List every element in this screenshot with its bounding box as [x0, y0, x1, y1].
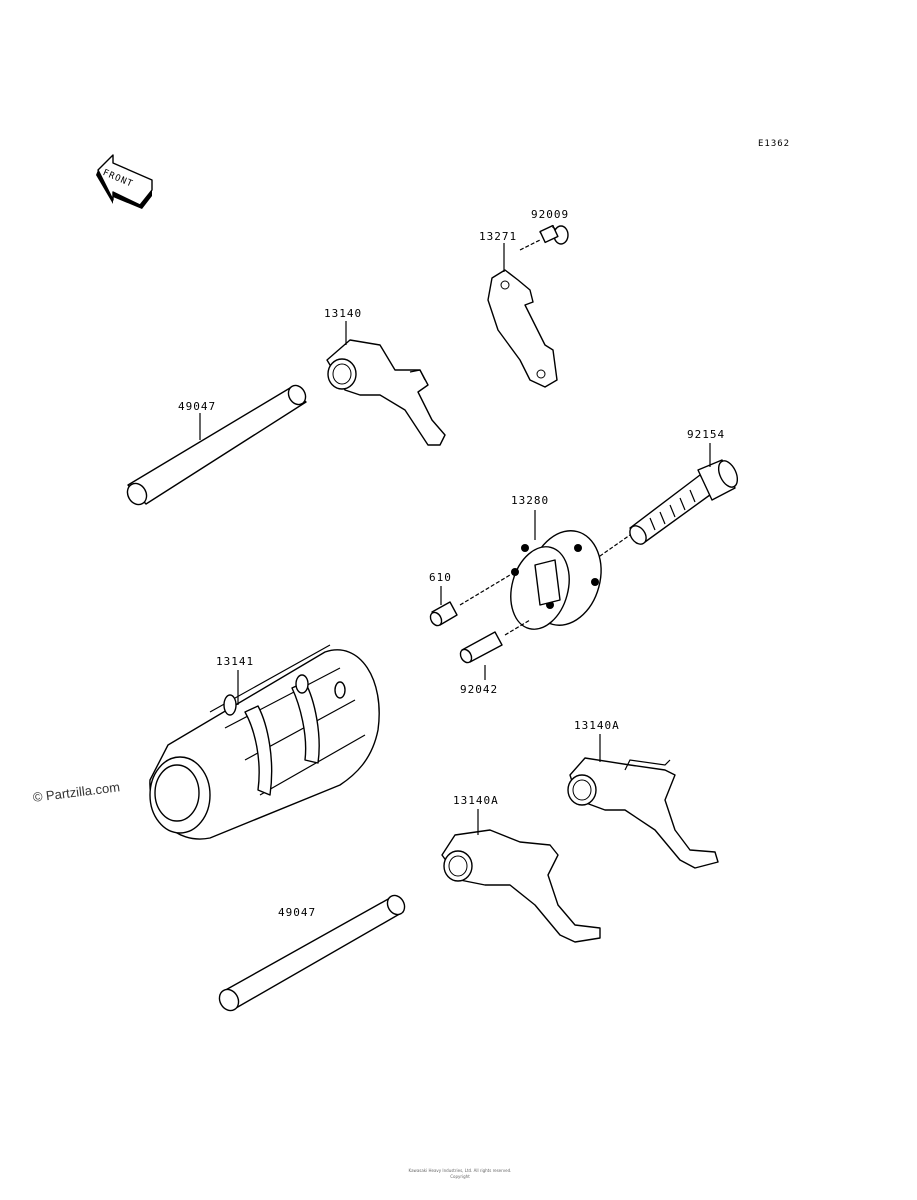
front-arrow-icon [96, 154, 153, 209]
bracket-part [487, 269, 558, 388]
footer-line2: Copyright [450, 1174, 470, 1179]
part-label: 92154 [687, 428, 726, 441]
part-label: 92042 [460, 683, 499, 696]
bolt-small-part [539, 224, 569, 245]
part-label: 13141 [216, 655, 255, 668]
diagram-ref: E1362 [758, 139, 791, 149]
part-label: 13140 [324, 307, 363, 320]
part-label: 49047 [178, 400, 217, 413]
dowel-part [429, 601, 458, 627]
part-label: 13271 [479, 230, 518, 243]
part-label: 13280 [511, 494, 550, 507]
leader-line [504, 619, 531, 636]
part-label: 49047 [278, 906, 317, 919]
bolt-long-part [629, 459, 739, 545]
shaft-top-part [126, 384, 307, 506]
part-label: 92009 [531, 208, 570, 221]
footer-line1: Kawasaki Heavy Industries, Ltd. All righ… [408, 1168, 512, 1173]
part-label: 13140A [574, 719, 620, 732]
drum-part [149, 644, 380, 840]
part-label: 610 [429, 571, 452, 584]
part-label: 13140A [453, 794, 499, 807]
pin-holder-part [510, 530, 602, 630]
fork-a-left-part [441, 829, 601, 943]
pin-92042-part [459, 631, 503, 664]
leader-line [459, 574, 511, 606]
leader-line [579, 534, 631, 571]
shaft-bottom-part [218, 894, 406, 1012]
fork-a-right-part [567, 757, 719, 869]
leader-line [519, 239, 541, 251]
fork-top-part [326, 339, 446, 446]
